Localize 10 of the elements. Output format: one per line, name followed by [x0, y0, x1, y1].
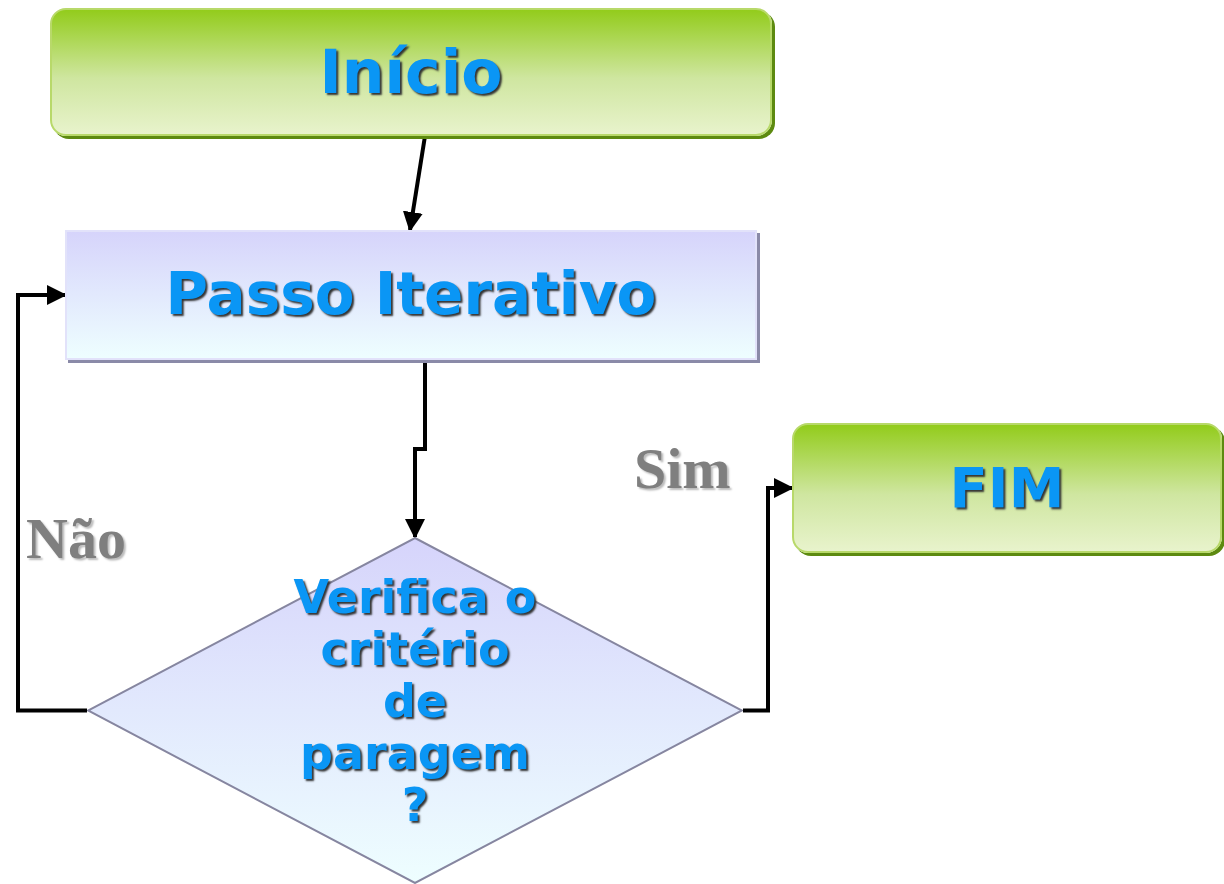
arrow: [743, 478, 794, 713]
process-box: [65, 230, 757, 360]
terminal-box: [50, 8, 772, 136]
node-label: FIM: [948, 457, 1066, 519]
terminal-box: [792, 423, 1222, 553]
node-label: Passo Iterativo: [164, 263, 658, 327]
arrow: [16, 285, 87, 713]
arrow: [405, 360, 427, 539]
node-label: Verifica o critério de paragem ?: [292, 571, 538, 831]
node-label: Início: [318, 39, 504, 105]
